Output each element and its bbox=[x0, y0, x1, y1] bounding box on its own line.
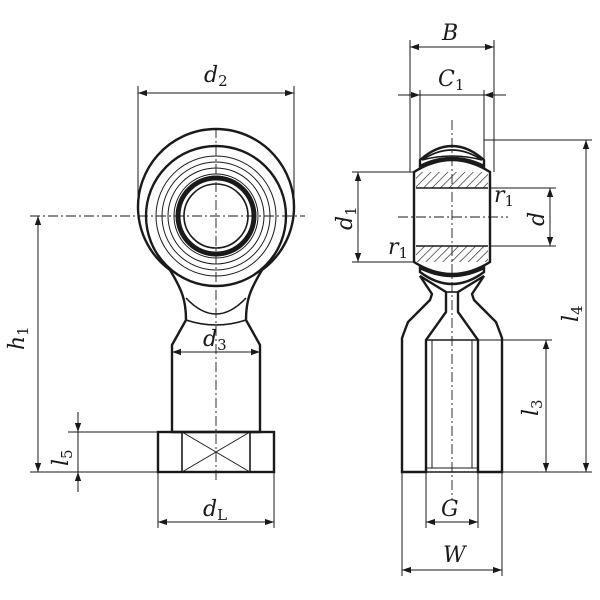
section-view bbox=[398, 120, 508, 500]
svg-text:l4: l4 bbox=[559, 305, 586, 322]
svg-text:d1: d1 bbox=[333, 206, 360, 230]
label-r1-bottom: r1 bbox=[388, 235, 408, 262]
label-h1: h1 bbox=[5, 326, 32, 350]
label-G: G bbox=[441, 497, 459, 522]
label-l4: l4 bbox=[559, 305, 586, 322]
svg-text:l5: l5 bbox=[49, 449, 76, 466]
label-d1: d1 bbox=[333, 206, 360, 230]
front-dimensions bbox=[30, 86, 295, 528]
front-view bbox=[30, 127, 305, 480]
label-r1-top: r1 bbox=[494, 183, 514, 210]
label-d3: d3 bbox=[203, 327, 227, 354]
label-W: W bbox=[443, 543, 468, 568]
label-d: d bbox=[525, 212, 550, 226]
label-dL: dL bbox=[203, 497, 227, 524]
dimension-labels: d2 d3 dL h1 l5 B C1 d1 d r1 r1 l4 l3 G W bbox=[5, 21, 586, 568]
svg-text:d: d bbox=[525, 212, 550, 226]
label-l5: l5 bbox=[49, 449, 76, 466]
label-l3: l3 bbox=[519, 399, 546, 416]
ring-bottom-section bbox=[418, 266, 486, 286]
svg-text:h1: h1 bbox=[5, 326, 32, 350]
label-B: B bbox=[441, 21, 458, 46]
section-dimensions bbox=[352, 40, 592, 576]
label-C1: C1 bbox=[438, 67, 464, 94]
ball-section bbox=[412, 158, 492, 276]
label-d2: d2 bbox=[204, 63, 228, 90]
svg-text:l3: l3 bbox=[519, 399, 546, 416]
